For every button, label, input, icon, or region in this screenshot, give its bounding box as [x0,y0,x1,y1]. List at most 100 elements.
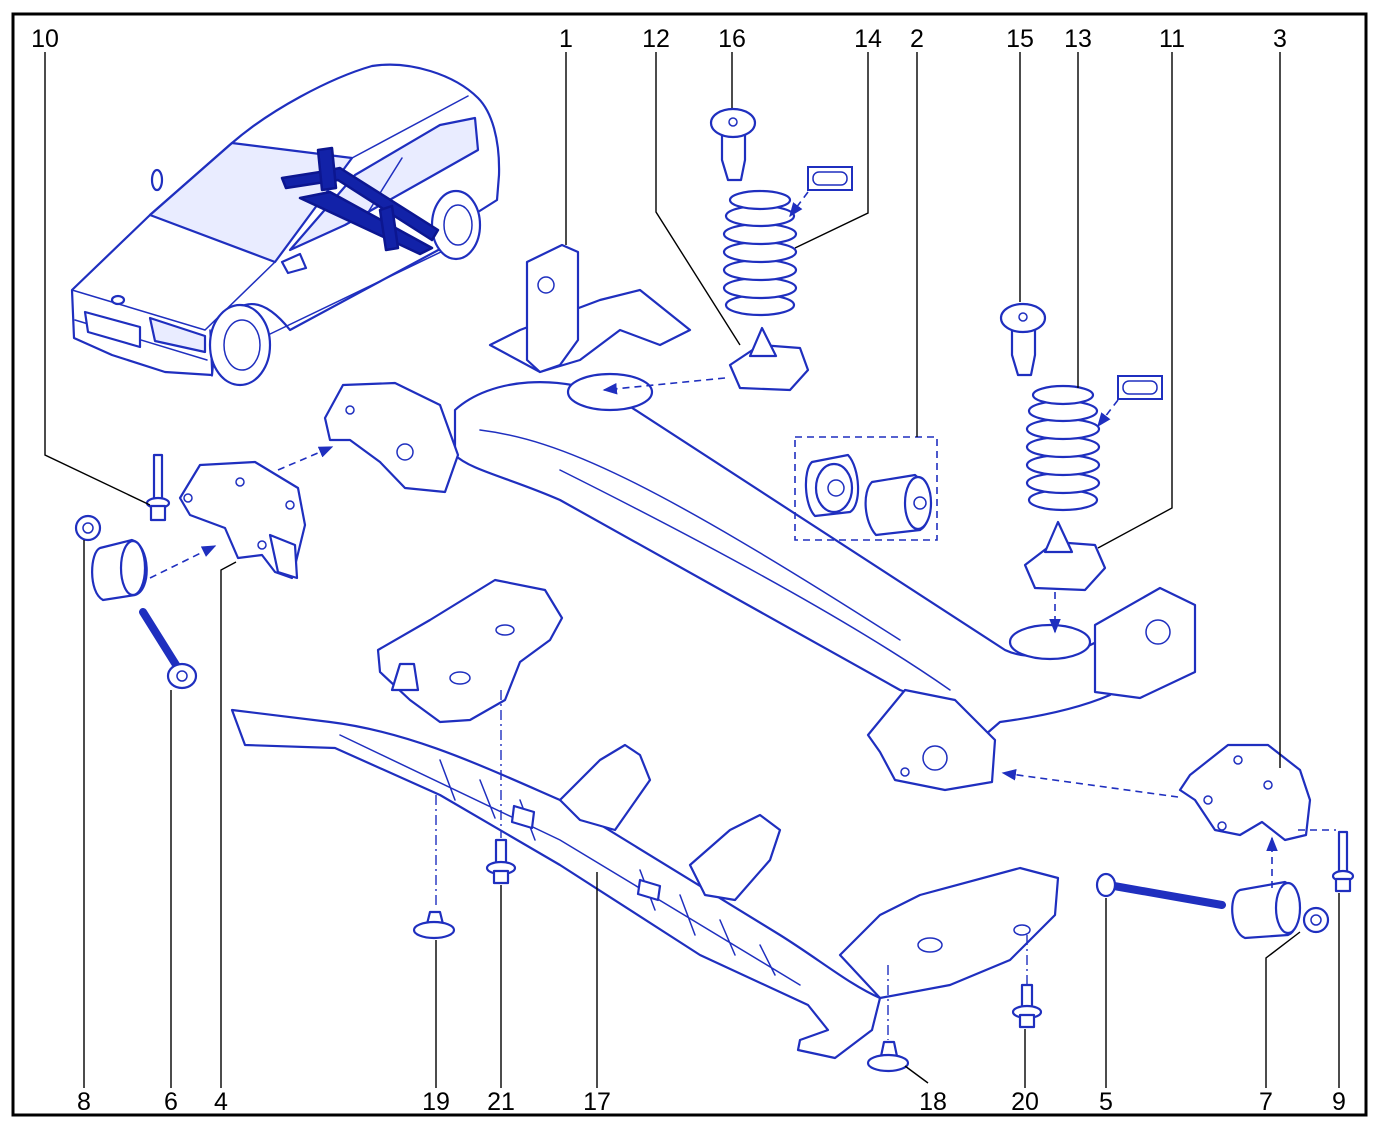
bushing-b-face [903,475,933,531]
vehicle-headlight [148,316,207,354]
crossmember-17-right-stud [1013,924,1031,936]
callout-label: 11 [1159,25,1185,53]
bump-stop-16 [709,107,757,182]
axle-left-pivot-bolt-hole [345,405,355,415]
crossmember-17-left-clip [390,662,420,692]
axle-left-pivot-hole [396,443,414,461]
rear-wheel-tyre [430,189,482,261]
bolt-21-head [492,869,510,885]
marking-tag-spring-13 [1117,375,1163,400]
mounting-bracket-4 [178,460,307,580]
clip-18-base [866,1053,910,1073]
bushing-7 [1231,880,1330,940]
subframe-highlight-arm [378,204,400,252]
bracket-3-hole [1217,821,1227,831]
bolt-20-head [1018,1013,1036,1029]
callout-label: 1 [559,25,573,53]
assembly-arrow [1097,399,1119,428]
callout-label: 9 [1332,1088,1346,1116]
marking-tag-spring-14 [807,166,853,191]
nut-7 [1302,906,1330,934]
bolt-10-head [149,504,167,522]
callout-label: 2 [910,25,924,53]
callout-label: 16 [718,25,746,53]
leader-line-12 [655,52,741,346]
crossmember-17-right-hole [917,937,943,953]
subframe-highlight-cross [298,190,434,256]
spring-seat-12 [728,326,810,392]
bump-stop-16-body [720,131,747,182]
assembly-arrow [602,377,726,395]
subframe-highlight-tower [316,146,338,192]
axle-right-pivot-bracket [866,688,997,792]
bump-stop-15 [999,302,1047,377]
spring-14-coil [728,189,792,211]
bracket-4-tab [268,533,299,580]
bushing-8-face [119,539,147,597]
callout-label: 19 [422,1088,450,1116]
front-wheel-tyre [208,303,272,387]
crossmember-17-bracket-a [558,743,652,832]
crossmember-17-right-plate [838,866,1060,1000]
bushing-a-face [814,462,854,514]
assembly-arrow [1001,769,1179,798]
axle-left-upright [525,243,580,374]
vehicle-roof-line [231,95,469,159]
bushing-7-face [1274,881,1302,935]
leader-line-11 [1097,52,1173,549]
bracket-4-hole [285,500,295,510]
coil-spring-14 [722,189,798,317]
clip-19 [412,910,456,940]
leader-line-14 [794,52,869,249]
callout-label: 21 [487,1088,515,1116]
bracket-3-hole [1263,780,1273,790]
spring-seat-11-cone [1043,520,1074,554]
callout-label: 17 [583,1088,611,1116]
crossmember-17-beam [230,708,882,1060]
leader-lines [44,52,1340,1088]
coil-spring-13 [1025,384,1101,512]
bolt-21 [485,838,517,885]
crossmember-17-left-hole [449,671,471,685]
callout-label: 13 [1064,25,1092,53]
bracket-3-plate [1178,743,1312,842]
rear-wheel-rim [443,204,473,246]
bump-stop-16-cap [709,107,757,139]
crossmember-17-slot [636,878,662,902]
axle-left-spring-seat [566,372,654,412]
mounting-bracket-3 [1178,743,1312,842]
axle-right-hub-hole [1145,619,1171,645]
bolt-5-head [1095,872,1117,898]
nut-8-bore [82,522,94,534]
crossmember-17-left-stud [495,624,515,636]
rear-axle-beam [323,243,1197,792]
bushing-kit-dashed-box [794,436,938,541]
leader-line-7 [1265,931,1301,1088]
axle-right-pivot-bolt-hole [900,767,910,777]
vehicle-highlighted-subframe [280,146,440,256]
bolt-9-shank [1337,830,1349,876]
clip-18 [866,1040,910,1073]
vehicle-illustration [70,63,501,387]
vehicle-front-wheel [208,303,272,387]
vehicle-logo [110,294,126,306]
callout-label: 20 [1011,1088,1039,1116]
vehicle-rear-wheel [430,189,482,261]
bracket-4-hole [235,477,245,487]
bolt-20 [1011,983,1043,1029]
spring-seat-11 [1023,520,1107,592]
leader-line-10 [44,52,151,506]
callout-label: 12 [642,25,670,53]
callouts-top: 10 1 12 16 14 2 15 13 11 3 [31,25,1287,53]
clip-19-base [412,920,456,940]
bump-stop-16-cap-center [728,117,738,127]
bolt-5-shank [1110,882,1226,909]
nut-8 [74,514,102,542]
bump-stop-15-cap [999,302,1047,334]
nut-7-bore [1310,914,1322,926]
bolt-10-shank [152,453,164,502]
bushing-b-bore [913,496,927,510]
vehicle-mirror [280,252,308,275]
bolt-6-drive [176,670,188,682]
